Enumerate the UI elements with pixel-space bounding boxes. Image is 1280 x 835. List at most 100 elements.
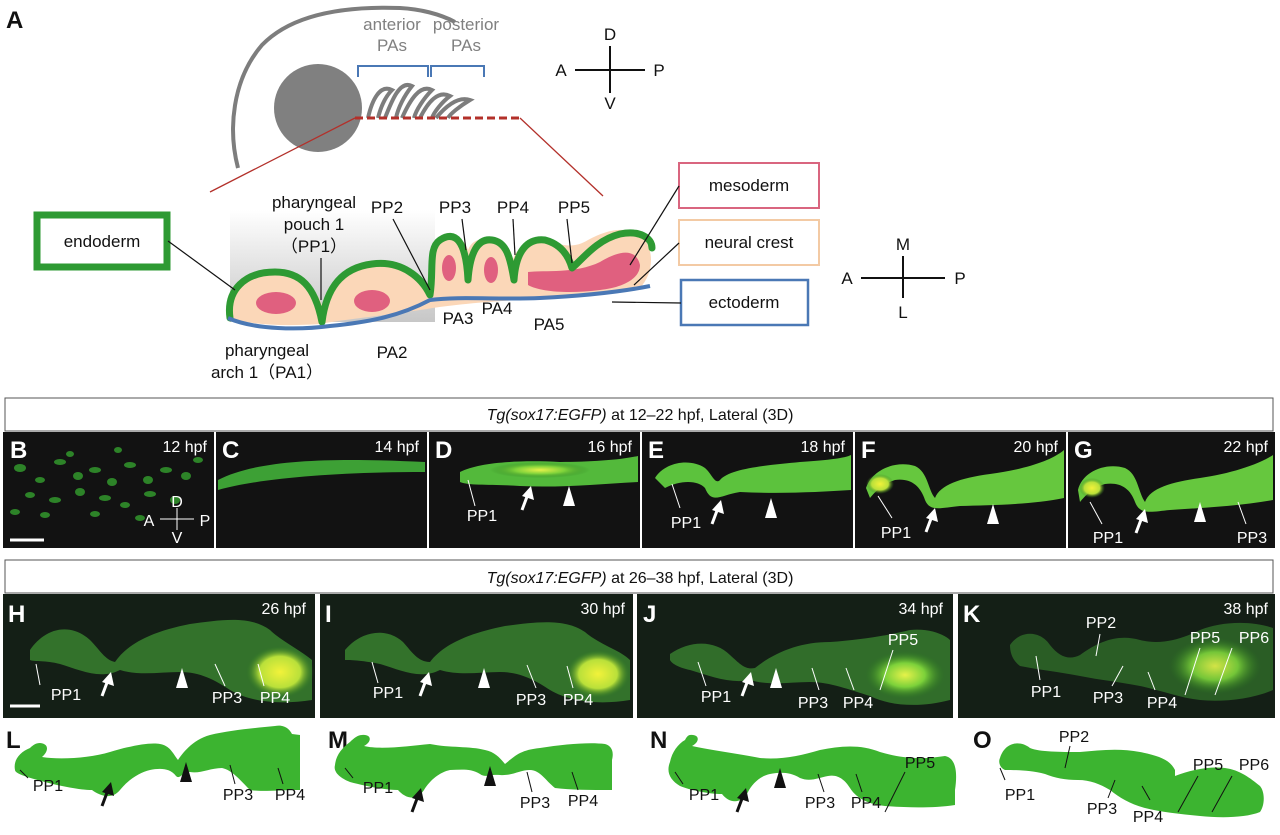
svg-text:endoderm: endoderm bbox=[64, 232, 141, 251]
pouch1-label-line3: （PP1） bbox=[281, 237, 347, 256]
svg-text:neural crest: neural crest bbox=[705, 233, 794, 252]
svg-text:PP3: PP3 bbox=[798, 695, 828, 712]
svg-text:I: I bbox=[325, 601, 332, 628]
svg-text:PP4: PP4 bbox=[260, 690, 290, 707]
svg-text:D: D bbox=[435, 437, 452, 464]
svg-text:PP3: PP3 bbox=[1093, 690, 1123, 707]
eye-circle bbox=[274, 64, 362, 152]
ectoderm-legend: ectoderm bbox=[611, 278, 810, 327]
svg-text:C: C bbox=[222, 437, 239, 464]
svg-text:22 hpf: 22 hpf bbox=[1224, 439, 1269, 456]
svg-text:38 hpf: 38 hpf bbox=[1224, 601, 1269, 618]
svg-text:PP4: PP4 bbox=[275, 787, 305, 804]
svg-text:PP1: PP1 bbox=[1093, 530, 1123, 547]
svg-text:N: N bbox=[650, 727, 667, 754]
svg-text:O: O bbox=[973, 727, 992, 754]
pa5-label: PA5 bbox=[534, 315, 565, 334]
anterior-bracket bbox=[357, 65, 429, 77]
svg-text:PP4: PP4 bbox=[568, 793, 598, 810]
svg-text:14 hpf: 14 hpf bbox=[375, 439, 420, 456]
embryo-head-outline bbox=[209, 5, 604, 197]
banner-2-text: Tg(sox17:EGFP) at 26–38 hpf, Lateral (3D… bbox=[487, 570, 794, 587]
banner-1-text: Tg(sox17:EGFP) at 12–22 hpf, Lateral (3D… bbox=[487, 407, 794, 424]
svg-text:A: A bbox=[555, 61, 567, 80]
row2-arrows bbox=[100, 668, 782, 697]
svg-text:P: P bbox=[954, 269, 965, 288]
svg-text:PP4: PP4 bbox=[563, 692, 593, 709]
endoderm-legend: endoderm bbox=[33, 211, 236, 291]
svg-text:PP4: PP4 bbox=[843, 695, 873, 712]
panel-c bbox=[216, 432, 427, 548]
svg-text:D: D bbox=[171, 494, 183, 511]
panel-b bbox=[3, 432, 214, 548]
svg-text:PP6: PP6 bbox=[1239, 757, 1269, 774]
axes-dvap-b: D V A P bbox=[144, 494, 211, 547]
pp3-label: PP3 bbox=[439, 198, 471, 217]
svg-text:P: P bbox=[200, 513, 211, 530]
pouch1-label-line1: pharyngeal bbox=[272, 193, 356, 212]
svg-text:30 hpf: 30 hpf bbox=[581, 601, 626, 618]
row3-arrows bbox=[100, 762, 786, 813]
svg-text:B: B bbox=[10, 437, 27, 464]
banner-2 bbox=[4, 559, 1274, 594]
row1-arrows bbox=[520, 486, 1206, 534]
axes-mlap: M L A P bbox=[841, 235, 965, 322]
svg-text:PP1: PP1 bbox=[1031, 684, 1061, 701]
svg-text:F: F bbox=[861, 437, 876, 464]
row2-panels: H 26 hpf PP1 PP3 PP4 I 30 hpf PP1 PP3 PP… bbox=[3, 594, 1275, 718]
svg-text:PP1: PP1 bbox=[701, 689, 731, 706]
mesoderm-legend: mesoderm bbox=[629, 162, 820, 266]
svg-text:PP1: PP1 bbox=[671, 515, 701, 532]
svg-text:PP4: PP4 bbox=[1147, 695, 1177, 712]
svg-text:PP3: PP3 bbox=[1237, 530, 1267, 547]
pa1-label-line2: arch 1（PA1） bbox=[211, 363, 323, 382]
pa1-label-line1: pharyngeal bbox=[225, 341, 309, 360]
svg-text:M: M bbox=[328, 727, 348, 754]
svg-text:E: E bbox=[648, 437, 664, 464]
svg-text:PP3: PP3 bbox=[805, 795, 835, 812]
svg-text:20 hpf: 20 hpf bbox=[1014, 439, 1059, 456]
svg-text:PP3: PP3 bbox=[223, 787, 253, 804]
svg-text:H: H bbox=[8, 601, 25, 628]
posterior-pas-label-2: PAs bbox=[451, 36, 481, 55]
pp5-label: PP5 bbox=[558, 198, 590, 217]
svg-text:PP5: PP5 bbox=[1190, 630, 1220, 647]
panel-letter-a: A bbox=[6, 7, 23, 34]
svg-text:M: M bbox=[896, 235, 910, 254]
pp4-label: PP4 bbox=[497, 198, 529, 217]
posterior-pas-label-1: posterior bbox=[433, 15, 499, 34]
svg-text:V: V bbox=[604, 94, 616, 113]
svg-text:16 hpf: 16 hpf bbox=[588, 439, 633, 456]
svg-text:PP3: PP3 bbox=[516, 692, 546, 709]
svg-text:PP3: PP3 bbox=[520, 795, 550, 812]
posterior-bracket bbox=[430, 65, 485, 77]
svg-text:L: L bbox=[6, 727, 21, 754]
svg-text:PP1: PP1 bbox=[689, 787, 719, 804]
pa2-label: PA2 bbox=[377, 343, 408, 362]
svg-text:PP1: PP1 bbox=[363, 780, 393, 797]
svg-text:12 hpf: 12 hpf bbox=[163, 439, 208, 456]
anterior-pas-label-2: PAs bbox=[377, 36, 407, 55]
svg-text:K: K bbox=[963, 601, 981, 628]
anterior-pas-label-1: anterior bbox=[363, 15, 421, 34]
svg-text:34 hpf: 34 hpf bbox=[899, 601, 944, 618]
svg-text:L: L bbox=[898, 303, 907, 322]
axes-dvap-top: D V A P bbox=[555, 25, 664, 113]
svg-text:PP3: PP3 bbox=[212, 690, 242, 707]
svg-text:J: J bbox=[643, 601, 656, 628]
neural-crest-legend: neural crest bbox=[633, 219, 820, 286]
svg-text:PP1: PP1 bbox=[1005, 787, 1035, 804]
svg-text:PP1: PP1 bbox=[373, 685, 403, 702]
svg-text:26 hpf: 26 hpf bbox=[262, 601, 307, 618]
svg-text:PP4: PP4 bbox=[851, 795, 881, 812]
pharyngeal-schematic bbox=[225, 210, 656, 331]
svg-text:18 hpf: 18 hpf bbox=[801, 439, 846, 456]
svg-text:PP1: PP1 bbox=[51, 687, 81, 704]
svg-text:PP5: PP5 bbox=[905, 755, 935, 772]
svg-text:PP5: PP5 bbox=[888, 632, 918, 649]
svg-text:ectoderm: ectoderm bbox=[709, 293, 780, 312]
svg-text:P: P bbox=[653, 61, 664, 80]
pa4-label: PA4 bbox=[482, 299, 513, 318]
svg-text:V: V bbox=[172, 530, 183, 547]
